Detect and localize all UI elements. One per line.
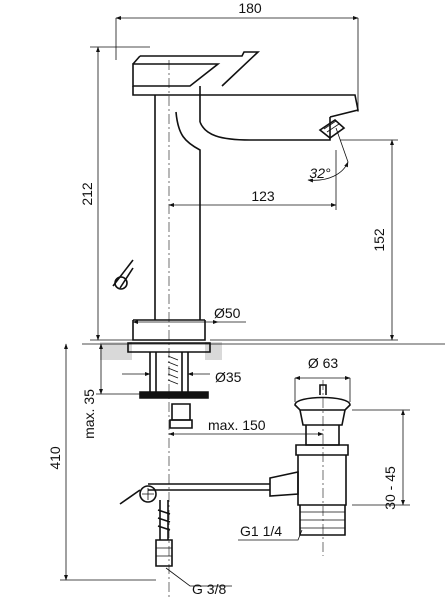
underside-fixings (119, 352, 270, 567)
dim-spout-height: 152 (371, 228, 387, 252)
dim-supply-thread: G 3/8 (192, 581, 226, 597)
dim-height-total: 212 (79, 182, 95, 206)
dim-waste-thread: G1 1/4 (240, 523, 282, 539)
faucet-body (112, 51, 359, 341)
waste-assembly (269, 384, 351, 536)
dim-waste-diameter: Ø 63 (308, 355, 339, 371)
dim-width-overall: 180 (238, 0, 262, 16)
centerlines (168, 60, 324, 598)
dim-hole-diameter: Ø35 (215, 369, 242, 385)
dim-waste-adjust: 30 - 45 (382, 466, 398, 510)
dim-installation-height: 410 (47, 446, 63, 470)
dim-base-diameter: Ø50 (214, 305, 241, 321)
countertop (82, 342, 445, 360)
dim-drain-distance: max. 150 (208, 417, 266, 433)
dim-max-thickness: max. 35 (81, 389, 97, 439)
dim-spout-reach: 123 (251, 188, 275, 204)
dim-aerator-angle: 32° (309, 165, 331, 181)
dimension-lines (60, 16, 410, 587)
